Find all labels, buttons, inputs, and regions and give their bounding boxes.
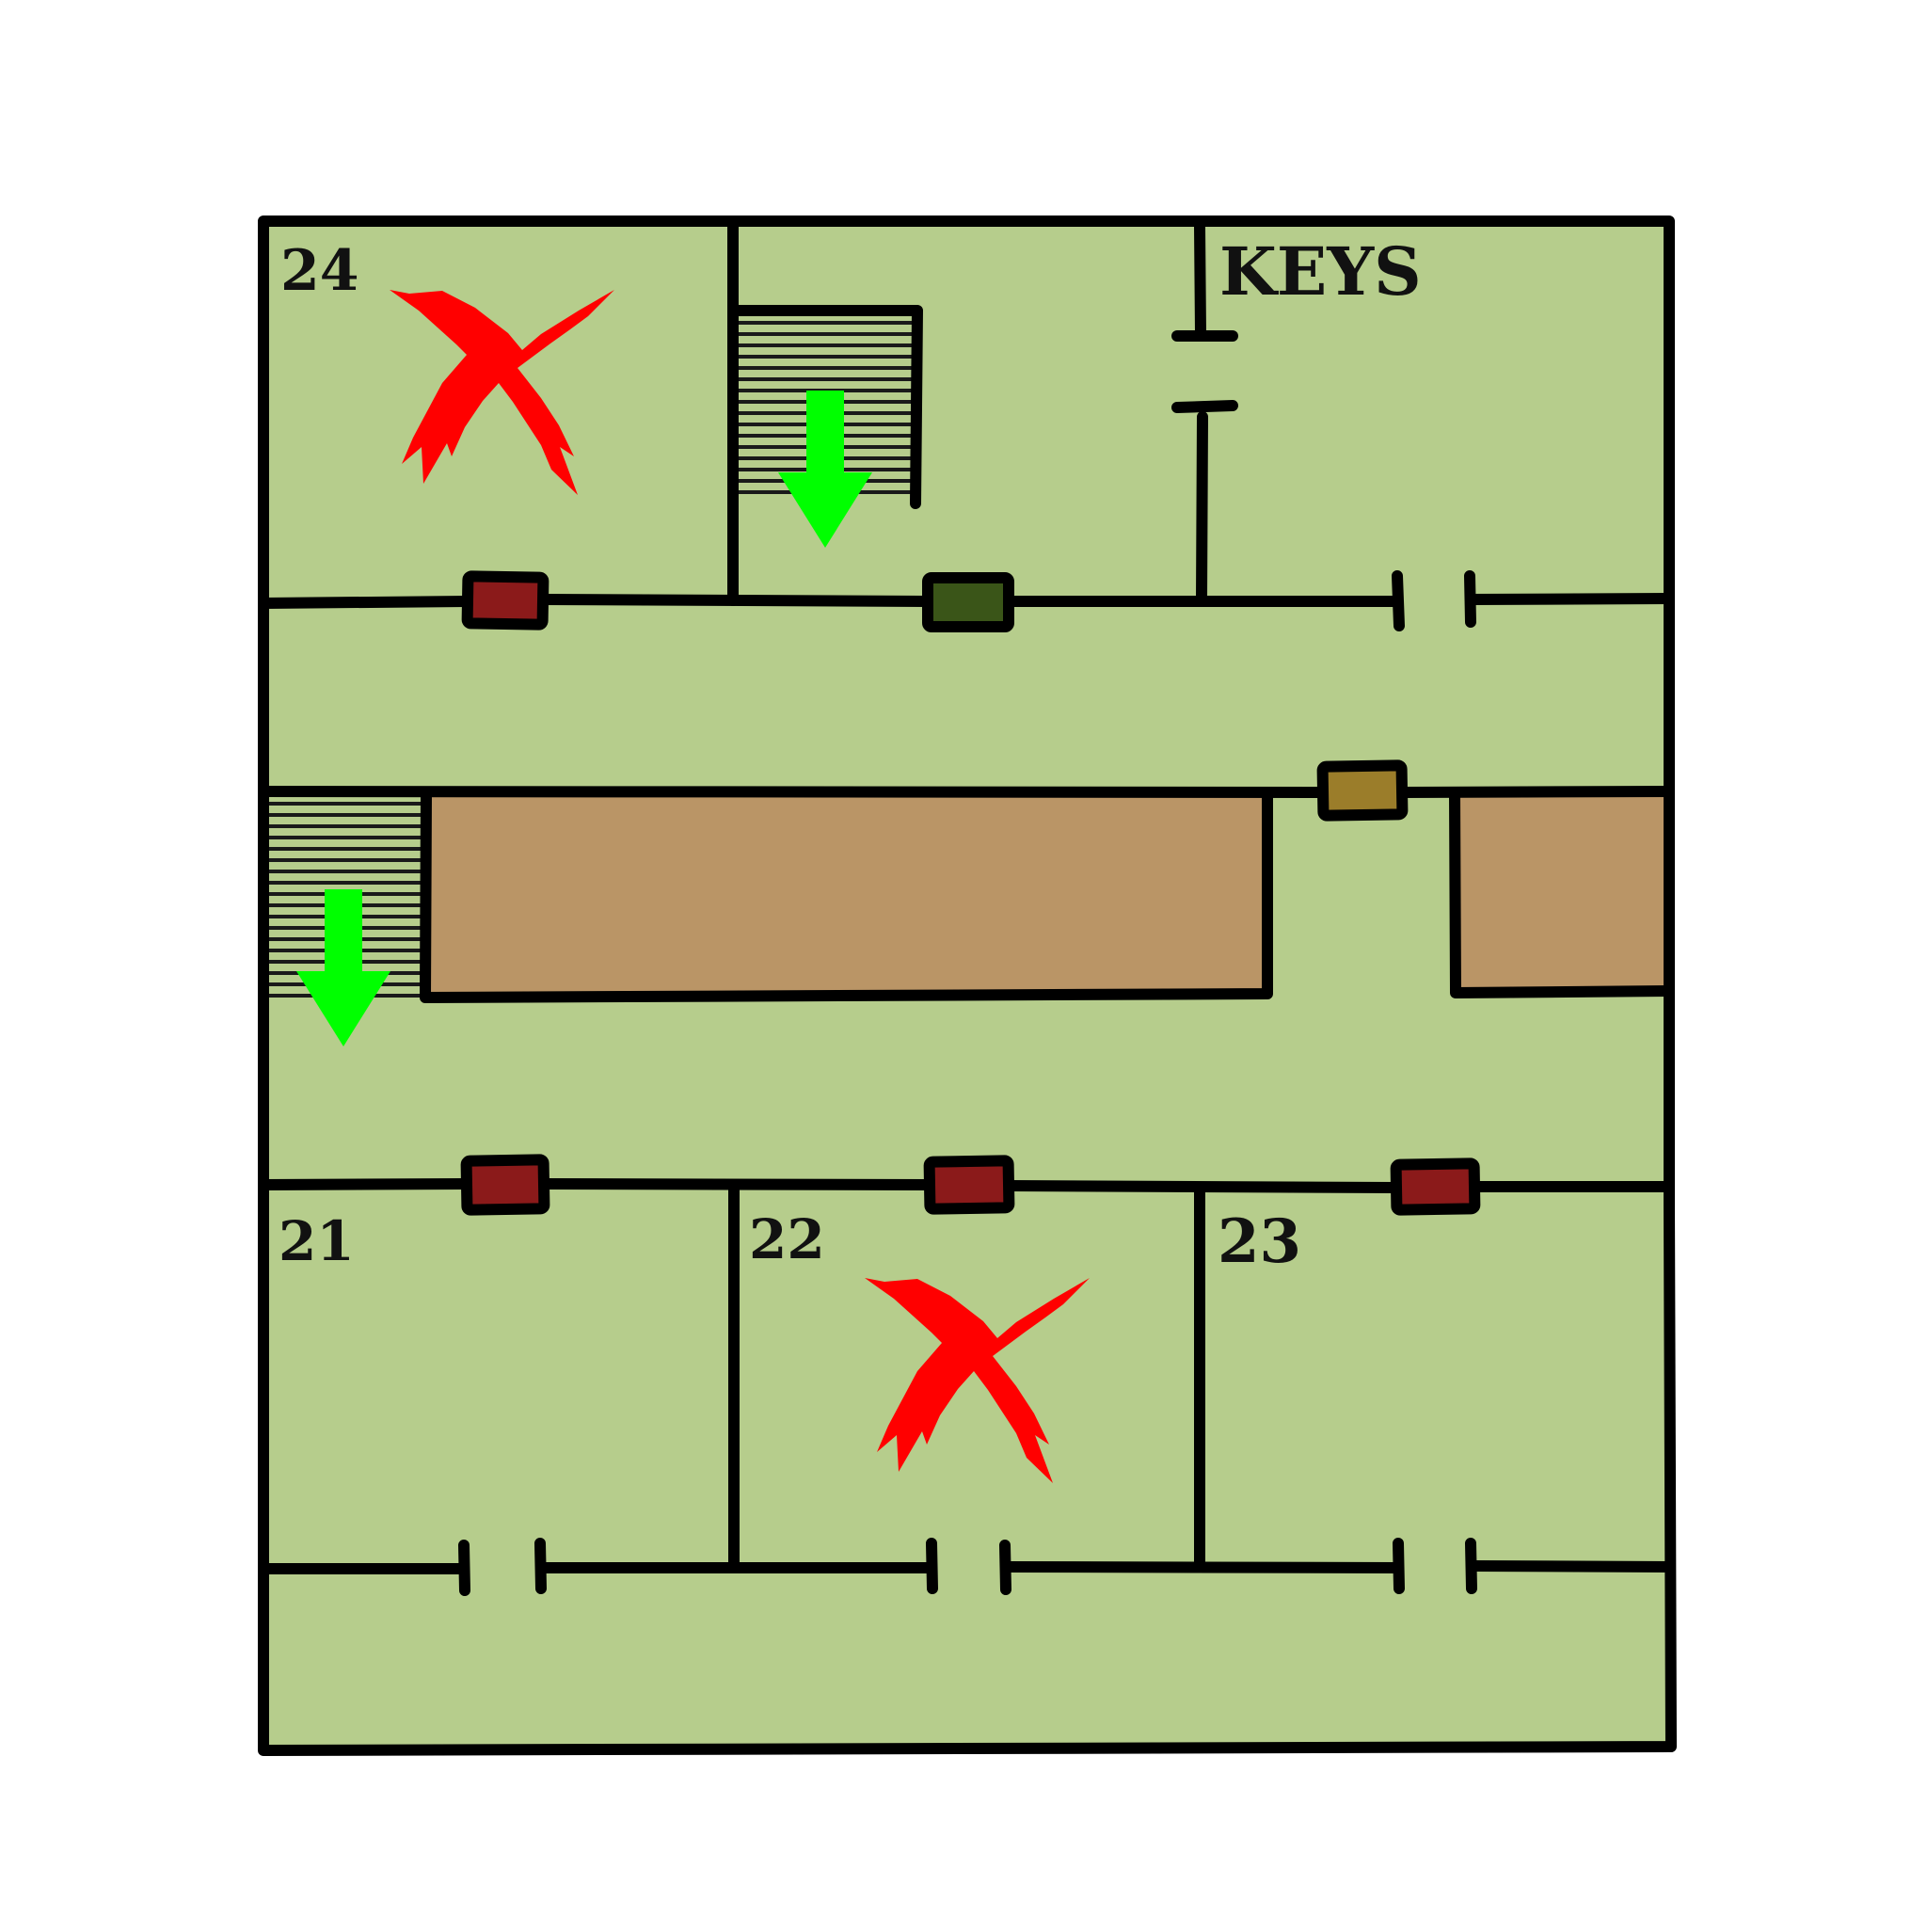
arrow-down-icon [296,889,390,1046]
room-label-24: 24 [280,238,359,304]
door-corridor-east[interactable] [1316,759,1409,822]
red-x-icon [865,1278,1090,1483]
door-stair-room[interactable] [922,572,1014,632]
red-x-icon [390,290,614,495]
stairs-north[interactable] [729,305,923,509]
counter-center [426,793,1267,995]
room-label-21: 21 [279,1209,355,1273]
door-room-24[interactable] [461,570,549,631]
door-room-23[interactable] [1390,1158,1481,1216]
door-room-21[interactable] [460,1154,550,1216]
arrow-down-icon [778,391,872,548]
room-label-23: 23 [1218,1206,1302,1277]
room-label-22: 22 [749,1207,825,1271]
room-label-keys: KEYS [1219,232,1422,311]
walls [258,216,1677,1756]
counter-east [1455,793,1669,991]
door-room-22[interactable] [923,1155,1015,1215]
